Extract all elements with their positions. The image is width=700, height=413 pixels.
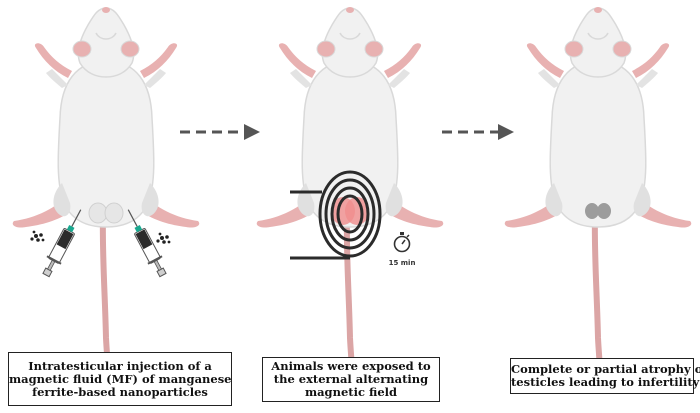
step-2-caption-line-3: magnetic field <box>304 385 398 399</box>
step-2-caption: Animals were exposed to the external alt… <box>262 357 440 402</box>
stopwatch-icon: 15 min <box>389 232 416 267</box>
step-3-caption-line-2: testicles leading to infertility <box>511 375 700 389</box>
coil-icon <box>290 170 382 260</box>
step-1-caption: Intratesticular injection of a magnetic … <box>8 352 232 406</box>
step-1-caption-line-1: Intratesticular injection of a <box>28 358 212 373</box>
timer-label: 15 min <box>389 259 416 267</box>
mouse-3-icon <box>505 7 692 388</box>
mouse-1-icon <box>13 7 200 388</box>
dashed-arrow-icon-1 <box>180 124 260 140</box>
step-1-caption-line-3: ferrite-based nanoparticles <box>32 384 208 399</box>
step-3-caption-line-1: Complete or partial atrophy of <box>511 362 700 376</box>
step-1-caption-line-2: magnetic fluid (MF) of manganese <box>9 371 232 386</box>
step-2-caption-line-2: the external alternating <box>273 372 429 386</box>
step-2-caption-line-1: Animals were exposed to <box>271 359 431 373</box>
dashed-arrow-icon-2 <box>442 124 514 140</box>
nanoparticles-right-icon <box>156 232 171 244</box>
nanoparticles-left-icon <box>30 230 45 242</box>
step-3-caption: Complete or partial atrophy of testicles… <box>510 358 700 394</box>
